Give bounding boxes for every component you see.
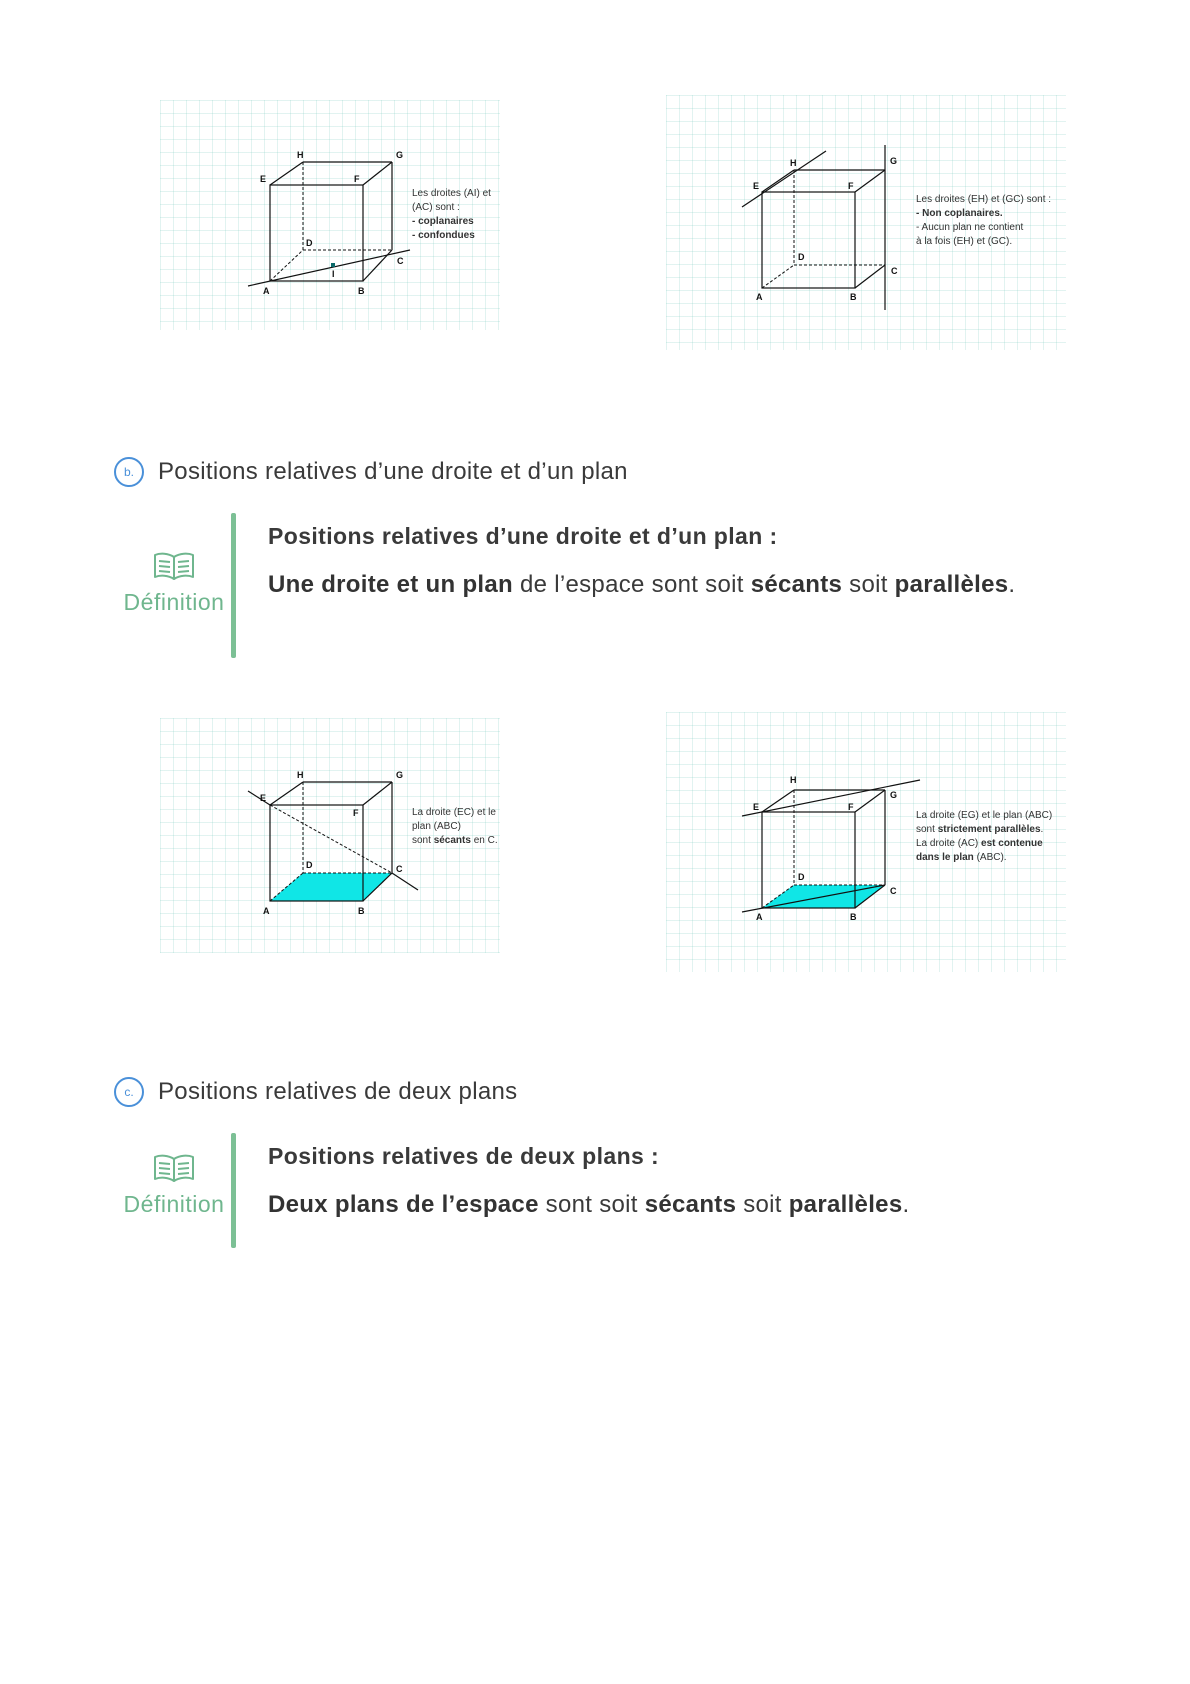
label-d: D	[798, 252, 805, 262]
open-book-icon	[154, 552, 194, 580]
definition-text: Une droite et un plan de l’espace sont s…	[268, 571, 1016, 598]
label-h: H	[297, 150, 304, 160]
label-h: H	[790, 775, 797, 785]
label-a: A	[756, 912, 763, 922]
section-badge: b.	[114, 457, 144, 487]
label-c: C	[890, 886, 897, 896]
definition-content: Positions relatives de deux plans : Deux…	[268, 1133, 1068, 1222]
label-d: D	[798, 872, 805, 882]
label-f: F	[848, 802, 854, 812]
definition-block-two-planes: Définition Positions relatives de deux p…	[114, 1133, 1074, 1248]
definition-marker: Définition	[114, 1151, 234, 1218]
definition-block-line-plane: Définition Positions relatives d’une dro…	[114, 513, 1074, 658]
label-a: A	[263, 906, 270, 916]
cube-diagram: H G E F D C A B I	[247, 150, 411, 296]
figure-caption: La droite (EG) et le plan (ABC) sont str…	[916, 810, 1053, 863]
cube-diagram: H G E F D C A B	[741, 775, 921, 922]
figure-caption: Les droites (EH) et (GC) sont : - Non co…	[916, 194, 1052, 247]
grid-background	[160, 100, 500, 330]
label-b: B	[358, 286, 365, 296]
label-b: B	[850, 912, 857, 922]
definition-content: Positions relatives d’une droite et d’un…	[268, 513, 1068, 602]
label-e: E	[260, 793, 266, 803]
definition-accent-bar	[231, 1133, 236, 1248]
definition-accent-bar	[231, 513, 236, 658]
cube-diagram: H G E F D C A B	[247, 770, 419, 916]
figure-secant-line-plane: H G E F D C A B La droite (EC) et le pla…	[160, 718, 500, 953]
definition-text: Deux plans de l’espace sont soit sécants…	[268, 1191, 910, 1218]
label-e: E	[753, 181, 759, 191]
label-b: B	[850, 292, 857, 302]
figure-parallel-line-plane: H G E F D C A B La droite (EG) et le pla…	[666, 712, 1066, 972]
label-c: C	[891, 266, 898, 276]
grid-background	[666, 95, 1066, 350]
label-e: E	[753, 802, 759, 812]
figure-caption: La droite (EC) et le plan (ABC) sont séc…	[412, 807, 498, 846]
label-g: G	[890, 156, 897, 166]
label-h: H	[297, 770, 304, 780]
label-d: D	[306, 860, 313, 870]
definition-label: Définition	[123, 589, 225, 615]
label-i: I	[332, 269, 335, 279]
label-g: G	[890, 790, 897, 800]
section-header-c: c. Positions relatives de deux plans	[114, 1077, 517, 1107]
grid-background	[666, 712, 1066, 972]
label-a: A	[263, 286, 270, 296]
label-d: D	[306, 238, 313, 248]
open-book-icon	[154, 1154, 194, 1182]
label-e: E	[260, 174, 266, 184]
label-g: G	[396, 770, 403, 780]
definition-label: Définition	[123, 1191, 225, 1217]
definition-heading: Positions relatives d’une droite et d’un…	[268, 523, 778, 549]
label-c: C	[396, 864, 403, 874]
label-f: F	[848, 181, 854, 191]
section-title: Positions relatives de deux plans	[158, 1078, 518, 1105]
label-b: B	[358, 906, 365, 916]
section-title: Positions relatives d’une droite et d’un…	[158, 458, 628, 485]
section-header-b: b. Positions relatives d’une droite et d…	[114, 457, 628, 487]
definition-marker: Définition	[114, 549, 234, 616]
cube-diagram: H G E F D C A B	[741, 145, 898, 310]
section-badge: c.	[114, 1077, 144, 1107]
definition-heading: Positions relatives de deux plans :	[268, 1143, 660, 1169]
label-a: A	[756, 292, 763, 302]
label-c: C	[397, 256, 404, 266]
grid-background	[160, 718, 500, 953]
figure-caption: Les droites (AI) et (AC) sont : - coplan…	[412, 188, 491, 241]
label-f: F	[354, 174, 360, 184]
label-f: F	[353, 808, 359, 818]
figure-non-coplanar-lines: H G E F D C A B Les droites (EH) et (GC)…	[666, 95, 1066, 350]
label-h: H	[790, 158, 797, 168]
label-g: G	[396, 150, 403, 160]
figure-coplanar-lines: H G E F D C A B I Les droites (AI) et (A…	[160, 100, 500, 330]
